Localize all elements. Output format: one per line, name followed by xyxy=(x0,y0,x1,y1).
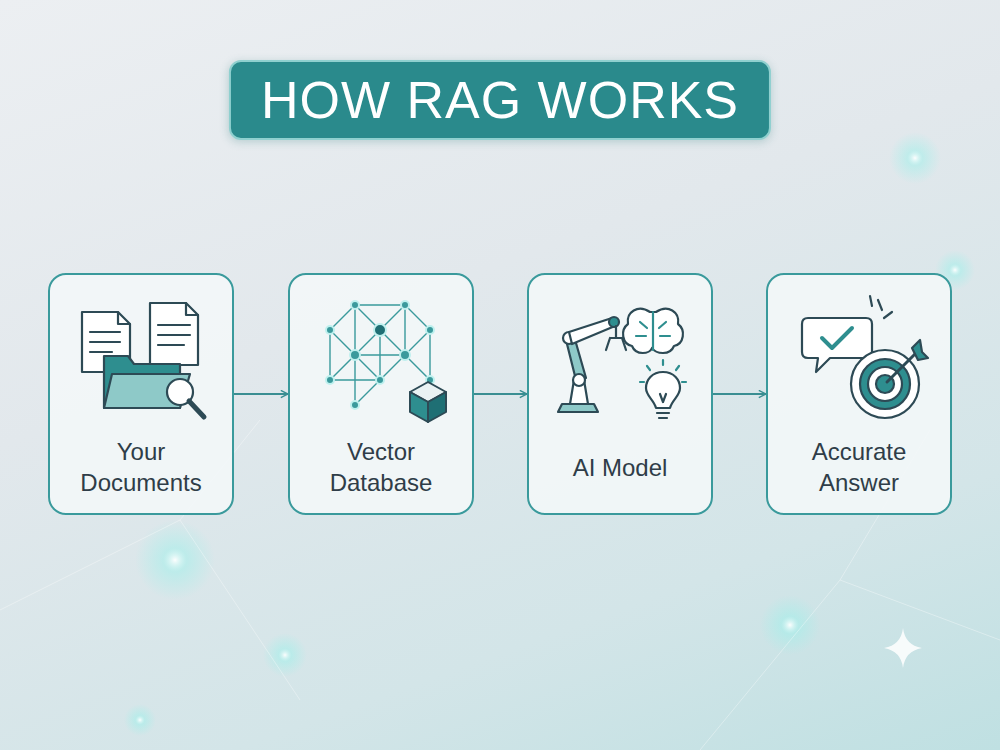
box-fills xyxy=(48,273,952,515)
flow-arrow xyxy=(474,393,527,395)
box-label: Vector Database xyxy=(301,436,461,498)
diagram-title: HOW RAG WORKS xyxy=(261,70,739,130)
vector-network-icon xyxy=(326,301,446,422)
box-label-area: Vector Database xyxy=(290,425,472,509)
box-label: AI Model xyxy=(573,452,668,483)
answer-icon xyxy=(802,296,928,418)
documents-icon xyxy=(82,303,204,417)
flow-arrow xyxy=(234,393,288,395)
flow-arrow xyxy=(713,393,766,395)
box-label-area: AI Model xyxy=(529,425,711,509)
box-label-area: Your Documents xyxy=(50,425,232,509)
title-banner: HOW RAG WORKS xyxy=(229,60,771,140)
ai-model-icon xyxy=(558,309,686,418)
box-label: Accurate Answer xyxy=(779,436,939,498)
box-label: Your Documents xyxy=(61,436,221,498)
box-label-area: Accurate Answer xyxy=(768,425,950,509)
process-box: Accurate Answer xyxy=(766,273,952,515)
process-box: AI Model xyxy=(527,273,713,515)
process-box: Vector Database xyxy=(288,273,474,515)
process-box: Your Documents xyxy=(48,273,234,515)
background-glows xyxy=(0,132,1000,750)
